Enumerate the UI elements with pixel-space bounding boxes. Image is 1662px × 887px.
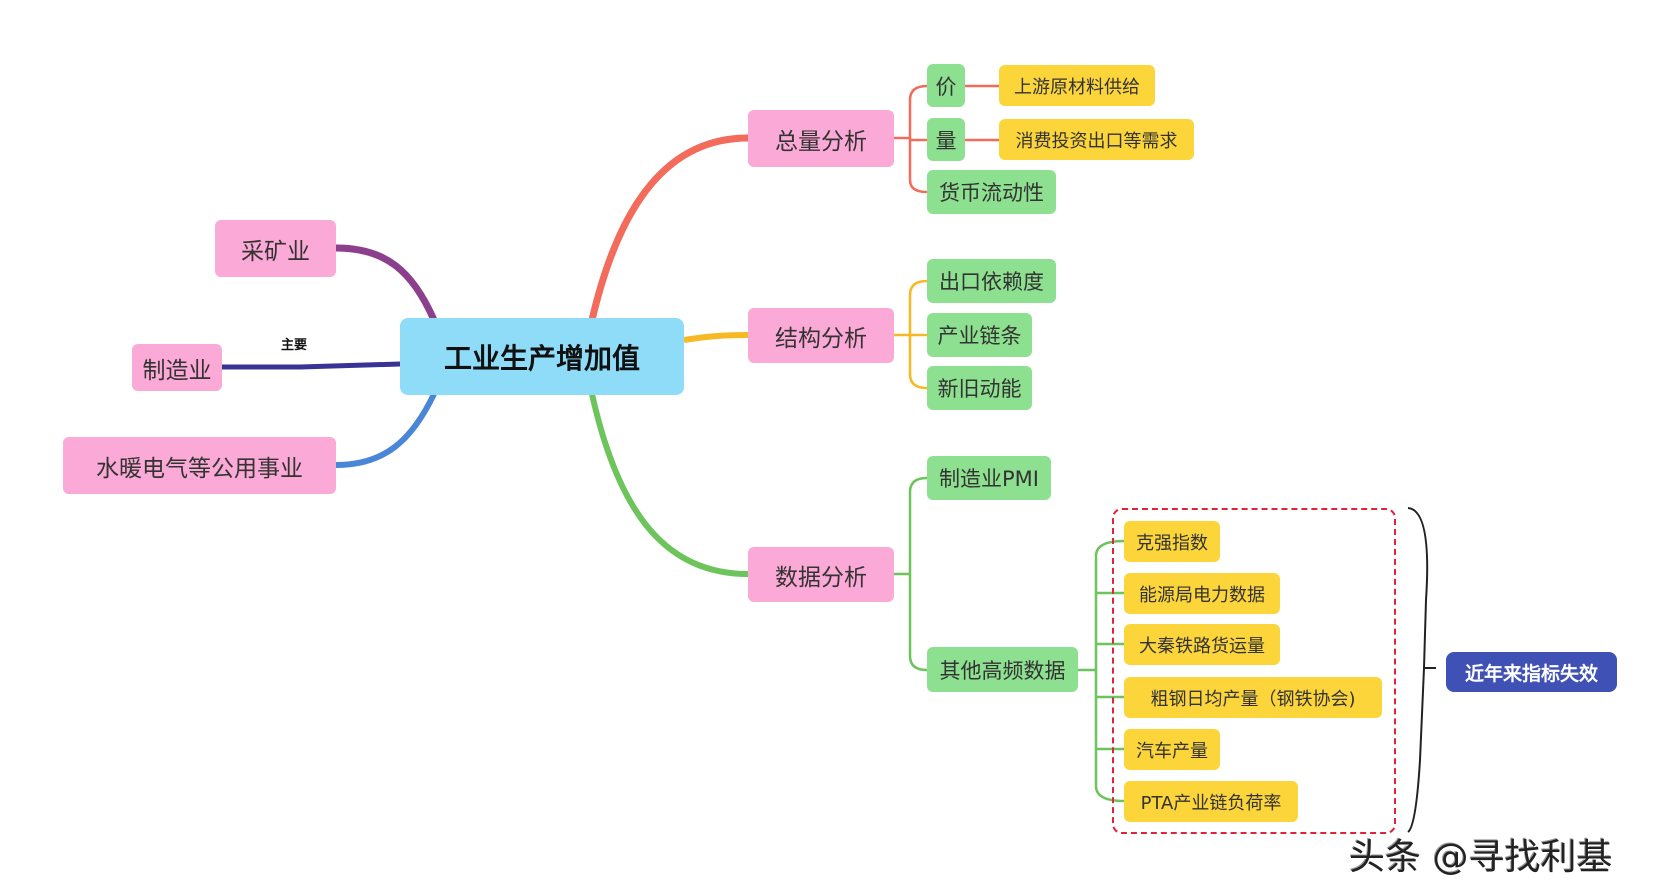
node-old-new-drivers[interactable]: 新旧动能	[927, 366, 1032, 410]
node-data-analysis[interactable]: 数据分析	[748, 547, 894, 602]
node-hf-item[interactable]: PTA产业链负荷率	[1124, 781, 1298, 822]
watermark: 头条 @寻找利基	[1349, 837, 1613, 878]
node-hf-item[interactable]: 粗钢日均产量（钢铁协会)	[1124, 677, 1382, 718]
node-mining[interactable]: 采矿业	[215, 220, 336, 277]
node-utilities[interactable]: 水暖电气等公用事业	[63, 437, 336, 494]
node-hf-item[interactable]: 能源局电力数据	[1124, 573, 1280, 614]
brace	[1407, 507, 1436, 833]
node-hf-item[interactable]: 克强指数	[1124, 521, 1220, 562]
node-hf-item[interactable]: 大秦铁路货运量	[1124, 624, 1280, 665]
node-volume[interactable]: 量	[927, 118, 965, 161]
node-price[interactable]: 价	[927, 64, 965, 107]
node-manufacturing-pmi[interactable]: 制造业PMI	[927, 456, 1051, 500]
node-export-dependence[interactable]: 出口依赖度	[927, 259, 1056, 303]
node-hf-item[interactable]: 汽车产量	[1124, 729, 1220, 770]
node-upstream-supply[interactable]: 上游原材料供给	[999, 65, 1155, 106]
relation-label-main: 主要	[281, 338, 308, 353]
node-liquidity[interactable]: 货币流动性	[927, 170, 1056, 214]
node-manufacturing[interactable]: 制造业	[132, 344, 222, 391]
node-other-hf-data[interactable]: 其他高频数据	[927, 647, 1078, 692]
node-structure-analysis[interactable]: 结构分析	[748, 308, 894, 363]
central-topic[interactable]: 工业生产增加值	[400, 318, 684, 395]
node-industry-chain[interactable]: 产业链条	[927, 313, 1032, 357]
node-demand[interactable]: 消费投资出口等需求	[999, 119, 1194, 160]
summary-node[interactable]: 近年来指标失效	[1446, 652, 1617, 692]
boundary-box	[1112, 508, 1396, 834]
node-total-analysis[interactable]: 总量分析	[748, 110, 894, 167]
